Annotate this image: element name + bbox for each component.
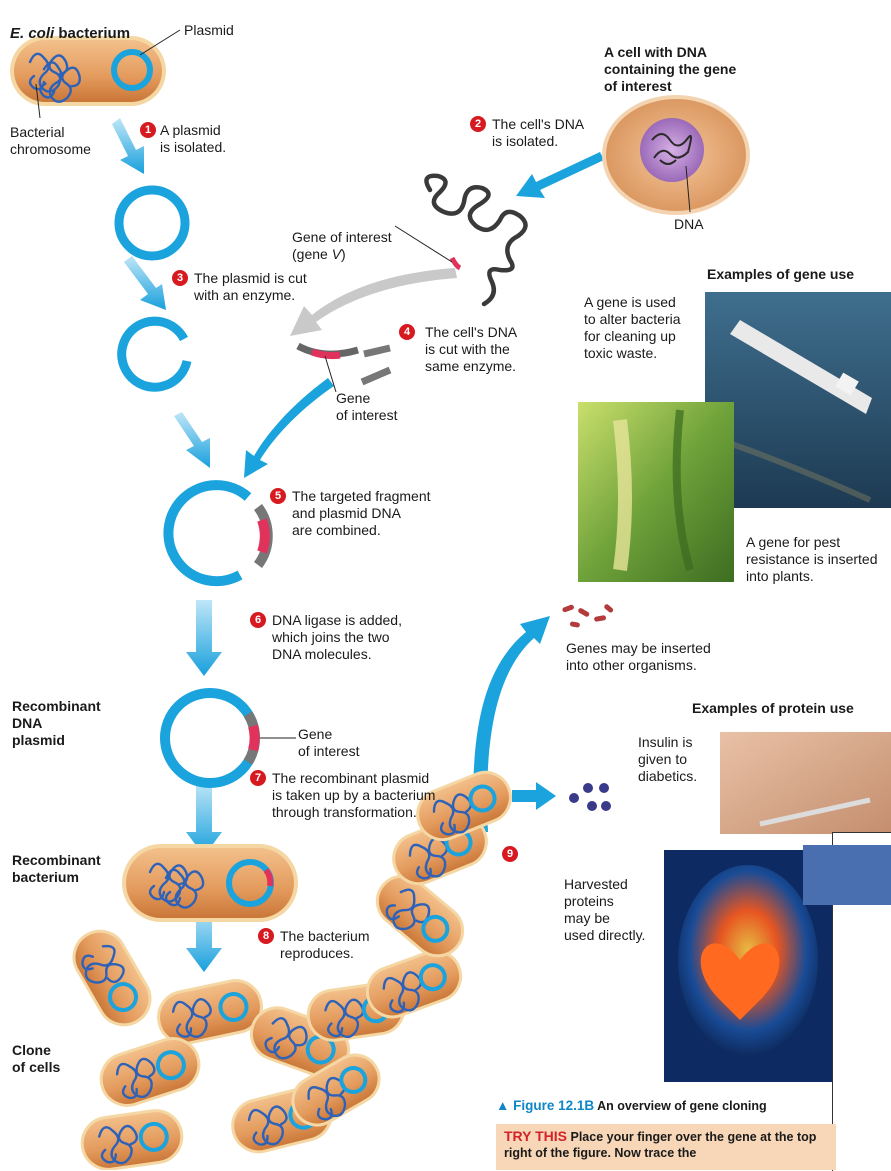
insulin-photo (720, 732, 891, 834)
figure-caption: ▲ Figure 12.1B An overview of gene cloni… (496, 1098, 767, 1113)
step-7-text: The recombinant plasmid is taken up by a… (272, 770, 435, 821)
bacterial-chromosome-label: Bacterial chromosome (10, 124, 91, 158)
gene-of-interest-v-label: Gene of interest (gene V) (292, 212, 392, 263)
recombinant-bacterium-label: Recombinant bacterium (12, 852, 101, 886)
figure-title: An overview of gene cloning (594, 1099, 766, 1113)
try-this-heading: TRY THIS (504, 1128, 567, 1144)
arrow-step1 (112, 118, 144, 174)
figure-number: ▲ Figure 12.1B (496, 1098, 594, 1113)
cell-with-dna-label: A cell with DNA containing the gene of i… (604, 44, 736, 95)
dna-label: DNA (674, 216, 704, 233)
step-9-badge: 9 (502, 846, 518, 862)
recombinant-bacterium (122, 844, 298, 922)
step-8-text: The bacterium reproduces. (280, 928, 369, 962)
plasmid-label: Plasmid (184, 22, 234, 39)
harvested-proteins-label: Harvested proteins may be used directly. (564, 876, 645, 944)
side-panel-edge (832, 832, 891, 1171)
step-6-badge: 6 (250, 612, 266, 628)
dna-fragments (298, 346, 390, 392)
gene-of-interest-plasmid-label: Gene of interest (298, 726, 359, 760)
clone-of-cells-label: Clone of cells (12, 1042, 60, 1076)
side-panel-block (803, 845, 891, 905)
animal-cell (604, 97, 748, 213)
step-2-text: The cell's DNA is isolated. (492, 116, 584, 150)
gene-of-interest-fragment-label: Gene of interest (336, 390, 397, 424)
step-5-text: The targeted fragment and plasmid DNA ar… (292, 488, 431, 539)
recombinant-dna-plasmid-label: Recombinant DNA plasmid (12, 698, 101, 749)
step-4-text: The cell's DNA is cut with the same enzy… (425, 324, 517, 375)
step-4-badge: 4 (399, 324, 415, 340)
arrow-step6 (186, 600, 222, 676)
ecoli-bacterium (10, 30, 180, 118)
examples-protein-use-heading: Examples of protein use (692, 700, 854, 717)
cut-plasmid (122, 321, 187, 387)
arrow-step3 (124, 256, 166, 310)
insulin-label: Insulin is given to diabetics. (638, 734, 697, 785)
gene-bacteria-waste-label: A gene is used to alter bacteria for cle… (584, 294, 681, 362)
corn-photo (578, 402, 734, 582)
gene-pest-resistance-label: A gene for pest resistance is inserted i… (746, 534, 878, 585)
step-1-badge: 1 (140, 122, 156, 138)
harvested-proteins (569, 783, 611, 811)
step-6-text: DNA ligase is added, which joins the two… (272, 612, 402, 663)
inserted-organisms (562, 603, 614, 628)
examples-gene-use-heading: Examples of gene use (707, 266, 854, 283)
genes-inserted-label: Genes may be inserted into other organis… (566, 640, 711, 674)
step-5-badge: 5 (270, 488, 286, 504)
isolated-plasmid (119, 190, 185, 256)
step-1-text: A plasmid is isolated. (160, 122, 226, 156)
isolated-dna (395, 176, 526, 304)
try-this-box: TRY THIS Place your finger over the gene… (496, 1124, 836, 1170)
step-3-text: The plasmid is cut with an enzyme. (194, 270, 307, 304)
ecoli-label: E. coli bacterium (10, 8, 130, 42)
step-8-badge: 8 (258, 928, 274, 944)
arrow-to-proteins (512, 782, 556, 810)
step-2-badge: 2 (470, 116, 486, 132)
step-7-badge: 7 (250, 770, 266, 786)
arrow-step2 (516, 152, 604, 198)
arrow-right-down (244, 378, 334, 478)
combined-plasmid (168, 485, 267, 581)
step-3-badge: 3 (172, 270, 188, 286)
clone-cells (64, 765, 517, 1170)
arrow-left-down (174, 412, 210, 468)
